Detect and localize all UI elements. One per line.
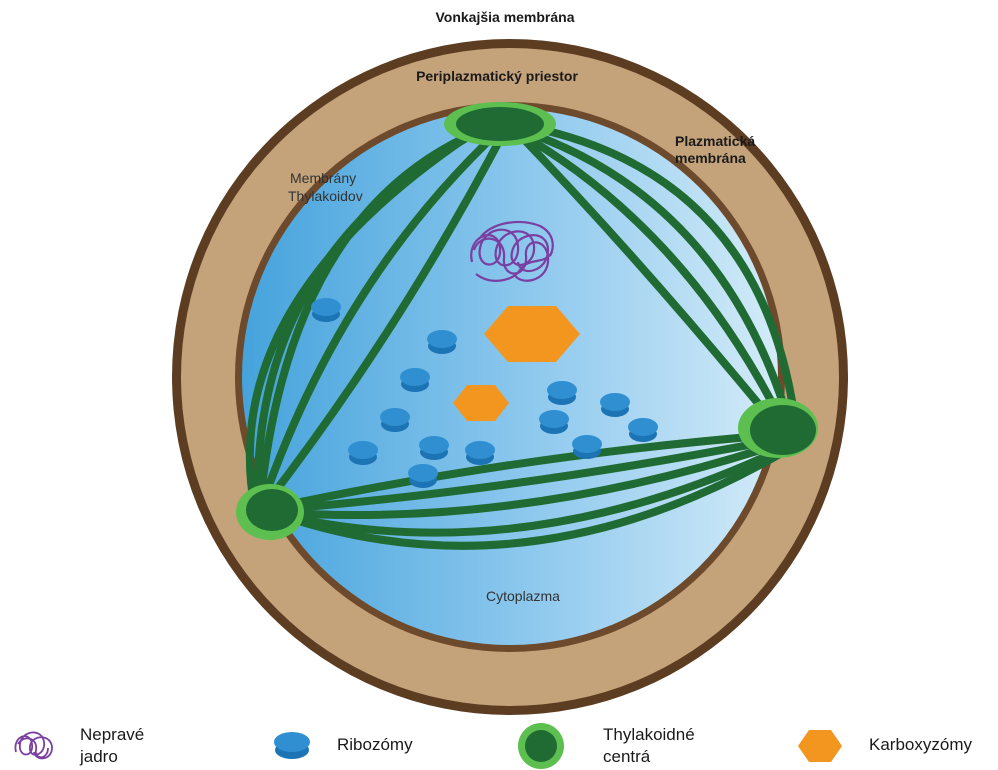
legend-label-carboxysomes: Karboxyzómy: [869, 735, 972, 754]
outer-membrane-label: Vonkajšia membrána: [435, 9, 574, 25]
thylakoid-membrane: [506, 124, 789, 432]
legend-label-nucleoid-line2: jadro: [79, 747, 118, 766]
thylakoid-membrane: [266, 434, 789, 514]
legend-item-ribosomes: Ribozómy: [274, 732, 413, 759]
plasma-membrane-label-line1: Plazmatická: [675, 133, 755, 149]
thylakoid-membrane: [262, 444, 794, 550]
legend-label-thylakoid-centers-line1: Thylakoidné: [603, 725, 695, 744]
thylakoid-center-right: [738, 398, 818, 458]
ribosome: [547, 381, 577, 405]
ribosome: [465, 441, 495, 465]
thylakoid-membranes-label-line1: Membrány: [290, 170, 356, 186]
ribosome: [628, 418, 658, 442]
ribosomes: [311, 298, 658, 488]
thylakoid-center-top: [444, 102, 556, 146]
carboxysome-large: [484, 306, 580, 362]
ribosome: [427, 330, 457, 354]
legend-item-carboxysomes: Karboxyzómy: [798, 730, 972, 762]
ribosome: [408, 464, 438, 488]
legend-label-nucleoid-line1: Nepravé: [80, 725, 144, 744]
ribosome: [400, 368, 430, 392]
legend: Nepravé jadro Ribozómy Thylakoidné centr…: [14, 723, 972, 769]
thylakoid-center-icon: [518, 723, 564, 769]
thylakoid-membrane: [258, 126, 504, 509]
nucleoid-icon: [14, 731, 53, 760]
nucleoid: [470, 220, 554, 282]
ribosome: [419, 436, 449, 460]
legend-item-nucleoid: Nepravé jadro: [14, 725, 144, 766]
ribosome: [380, 408, 410, 432]
carboxysome-icon: [798, 730, 842, 762]
ribosome-icon: [274, 732, 310, 759]
cytoplasm-label: Cytoplazma: [486, 588, 560, 604]
thylakoid-centers: [236, 102, 818, 540]
thylakoid-membrane: [266, 438, 789, 520]
thylakoid-membrane: [261, 126, 509, 509]
ribosome: [539, 410, 569, 434]
thylakoid-membranes: [245, 121, 799, 550]
thylakoid-membranes-label-line2: Thylakoidov: [288, 188, 363, 204]
ribosome: [600, 393, 630, 417]
legend-item-thylakoid-centers: Thylakoidné centrá: [518, 723, 695, 769]
thylakoid-membrane: [516, 121, 799, 424]
periplasmic-space-label: Periplazmatický priestor: [416, 68, 578, 84]
ribosome: [572, 435, 602, 459]
carboxysome-small: [453, 385, 509, 421]
carboxysomes: [453, 306, 580, 421]
ribosome: [348, 441, 378, 465]
thylakoid-membrane: [268, 430, 789, 512]
thylakoid-membrane: [264, 442, 792, 537]
thylakoid-membrane: [501, 121, 794, 429]
legend-label-thylakoid-centers-line2: centrá: [603, 747, 651, 766]
legend-label-ribosomes: Ribozómy: [337, 735, 413, 754]
thylakoid-membrane: [511, 126, 784, 434]
plasma-membrane-label-line2: membrána: [675, 150, 746, 166]
thylakoid-membrane: [245, 121, 489, 514]
thylakoid-center-left: [236, 484, 304, 540]
ribosome: [311, 298, 341, 322]
